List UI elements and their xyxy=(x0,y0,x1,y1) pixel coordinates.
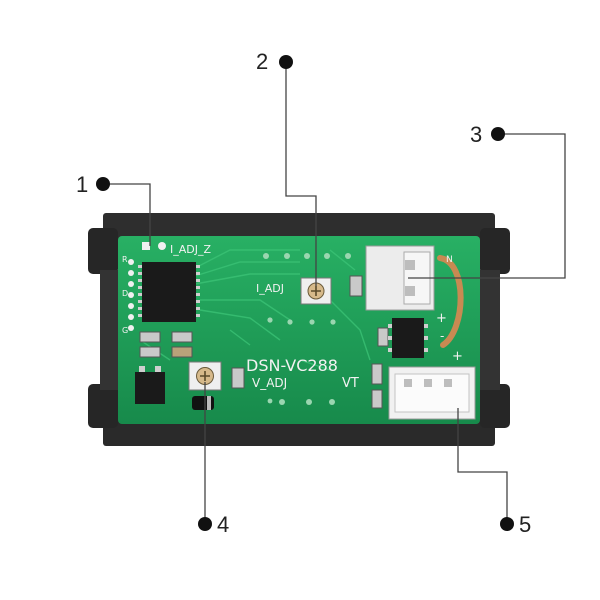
shunt-wire xyxy=(437,255,464,348)
label-plus-lower: + xyxy=(452,349,463,364)
label-model: DSN-VC288 xyxy=(246,356,338,375)
callout-number: 2 xyxy=(256,49,268,74)
label-i-adj: I_ADJ xyxy=(256,282,284,295)
ic-main-chip xyxy=(138,262,200,322)
label-vt: VT xyxy=(342,376,359,391)
callout-4: 4 xyxy=(198,382,229,537)
label-minus: - xyxy=(440,329,444,343)
trimmer-current xyxy=(300,277,332,305)
callout-3: 3 xyxy=(408,122,566,279)
label-pin-r: R xyxy=(122,255,128,264)
callout-2: 2 xyxy=(256,49,317,286)
voltage-regulator xyxy=(135,366,165,404)
callout-number: 3 xyxy=(470,122,482,147)
meter-housing xyxy=(88,213,510,446)
callout-5: 5 xyxy=(457,408,531,537)
label-i-adj-z: I_ADJ_Z xyxy=(170,243,211,256)
callout-number: 1 xyxy=(76,172,88,197)
label-v-adj: V_ADJ xyxy=(252,376,287,390)
voltage-connector xyxy=(388,366,476,420)
diode xyxy=(192,396,214,410)
callout-number: 4 xyxy=(217,512,229,537)
op-amp-chip xyxy=(388,318,428,358)
callout-1: 1 xyxy=(76,172,151,246)
label-pin-d: D xyxy=(122,289,128,298)
smd-passives xyxy=(139,275,389,409)
callout-number: 5 xyxy=(519,512,531,537)
label-plus-upper: + xyxy=(436,311,447,326)
label-pin-g: G xyxy=(122,326,128,335)
label-connector-n: N xyxy=(446,255,453,265)
